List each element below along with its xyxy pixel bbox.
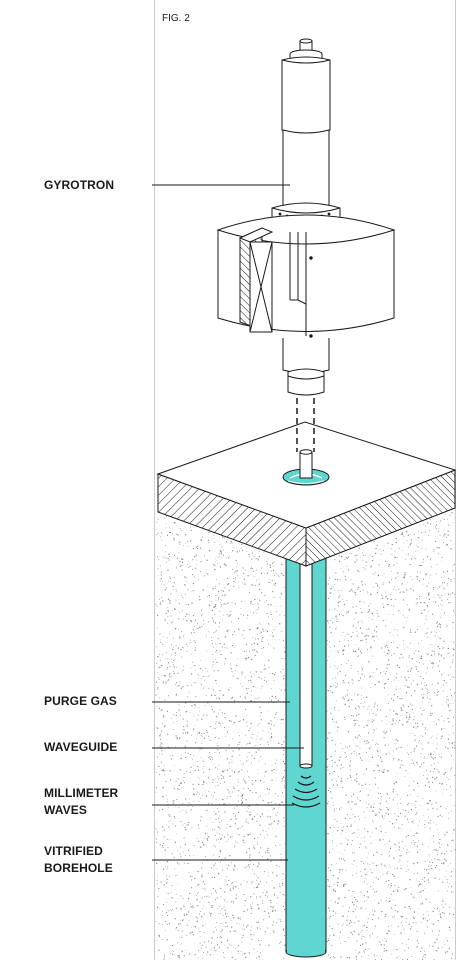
label-waveguide-text: WAVEGUIDE <box>44 740 118 754</box>
label-gyrotron-text: GYROTRON <box>44 178 115 192</box>
label-vitrified-borehole-line1: VITRIFIED <box>44 844 103 858</box>
label-waveguide: WAVEGUIDE <box>44 739 117 756</box>
ground-soil <box>155 512 456 960</box>
waveguide-tube <box>299 551 313 769</box>
surface-slab <box>156 421 457 567</box>
label-vitrified-borehole: VITRIFIED BOREHOLE <box>44 843 113 877</box>
label-purge-gas-text: PURGE GAS <box>44 694 117 708</box>
label-millimeter-waves-line1: MILLIMETER <box>44 786 119 800</box>
label-gyrotron: GYROTRON <box>44 177 114 194</box>
figure-caption: FIG. 2 <box>162 13 190 24</box>
label-purge-gas: PURGE GAS <box>44 693 117 710</box>
label-millimeter-waves: MILLIMETER WAVES <box>44 785 118 819</box>
label-millimeter-waves-line2: WAVES <box>44 803 87 817</box>
millimeter-waves <box>291 775 321 808</box>
gyrotron-device <box>216 38 396 396</box>
label-vitrified-borehole-line2: BOREHOLE <box>44 861 113 875</box>
beam-path-dashes <box>296 398 315 452</box>
leader-lines <box>152 184 304 861</box>
